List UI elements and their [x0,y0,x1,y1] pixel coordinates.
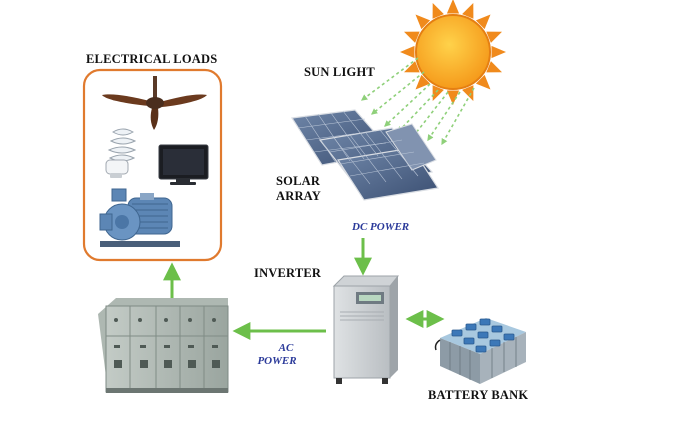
sun-ray [404,61,420,73]
sun-icon [400,0,506,105]
sun-ray [462,3,474,19]
cfl-bulb-icon [105,128,137,178]
battery-bank-label: BATTERY BANK [428,388,529,402]
solar-array-label-line2: ARRAY [276,189,321,203]
water-pump-icon [99,188,180,247]
sun-ray [415,14,431,30]
electrical-loads-label: ELECTRICAL LOADS [86,52,218,66]
solar-array-label-line1: SOLAR [276,174,321,188]
sun-ray [404,31,420,43]
ac-power-label-line1: AC [278,342,294,354]
sun-light-label: SUN LIGHT [304,65,375,79]
sun-ray [446,90,460,105]
battery-bank-icon [434,318,526,384]
sun-ray [475,14,491,30]
sun-ray [486,31,502,43]
inverter-label: INVERTER [254,266,322,280]
sun-ray [491,45,506,59]
sunlight-rays [360,57,475,146]
switchgear-panel-icon [98,298,229,393]
sun-ray [432,3,444,19]
inverter-cabinet-icon [332,275,400,384]
television-icon [158,144,209,185]
sun-ray [432,85,444,101]
sun-ray [446,0,460,14]
sun-ray [486,61,502,73]
sun-ray [415,74,431,90]
solar-panel-icon [290,109,440,201]
ceiling-fan-icon [102,76,207,130]
dc-power-label: DC POWER [352,221,410,233]
ac-power-label-line2: POWER [257,355,297,367]
sun-ray [462,85,474,101]
sun-ray [475,74,491,90]
sun-ray [400,45,415,59]
